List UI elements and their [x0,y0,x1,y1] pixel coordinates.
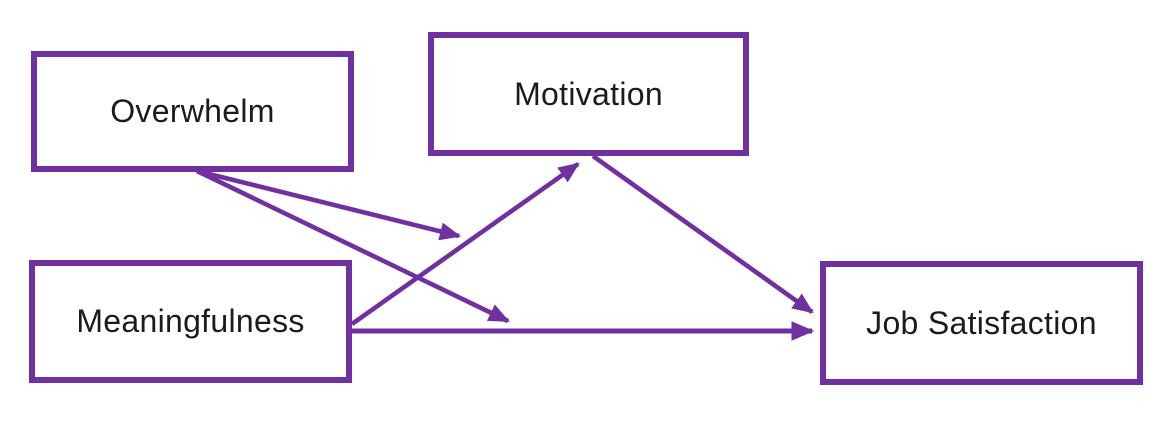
node-motivation-label: Motivation [514,75,663,112]
node-meaningfulness-label: Meaningfulness [76,303,305,339]
node-job-satisfaction: Job Satisfaction [820,261,1143,385]
node-meaningfulness: Meaningfulness [29,260,352,383]
node-overwhelm-label: Overwhelm [110,93,275,129]
node-motivation: Motivation [428,32,749,156]
arrow-motivation-to-job-satisfaction [591,154,814,314]
arrow-meaningfulness-to-motivation [350,162,580,326]
arrow-overwhelm-moderates-a-path [196,168,462,241]
node-job-satisfaction-label: Job Satisfaction [866,304,1097,341]
node-overwhelm: Overwhelm [31,51,354,172]
